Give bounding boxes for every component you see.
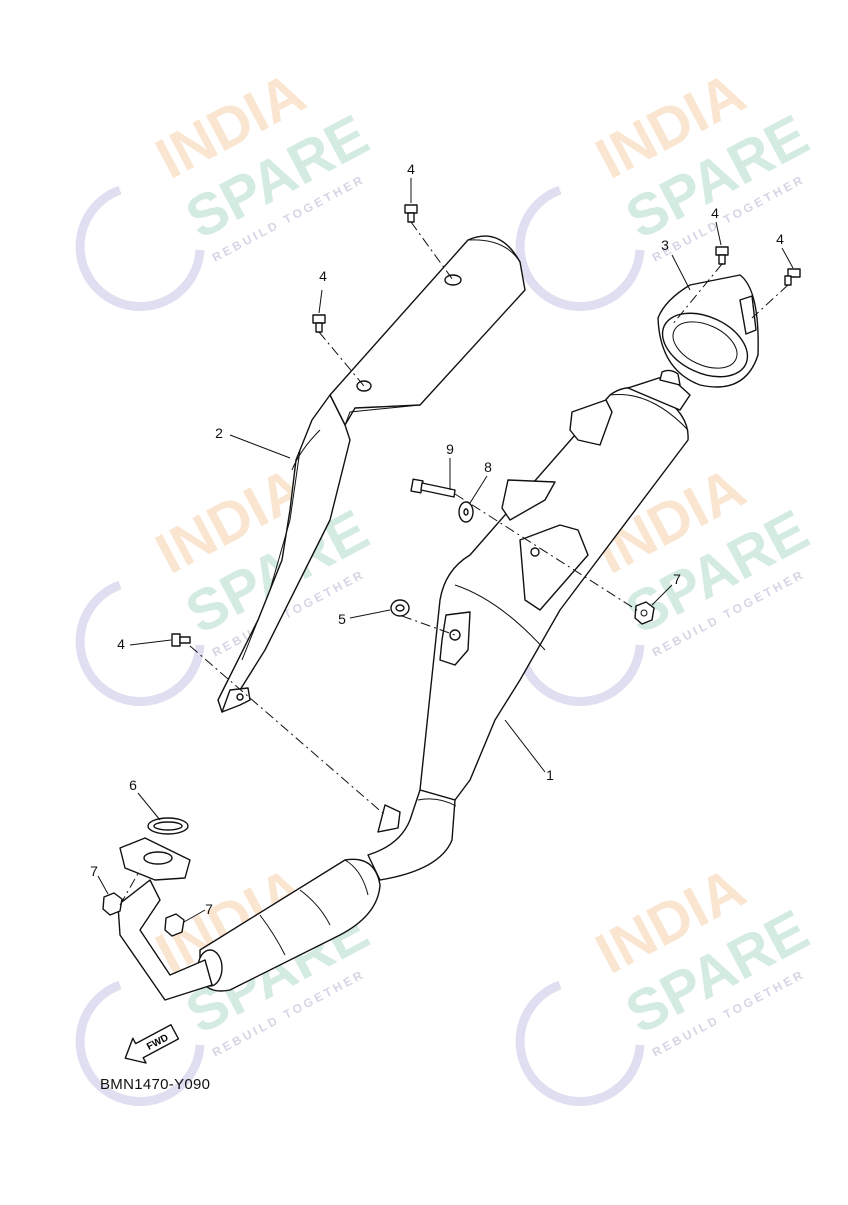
- watermark-top-right: INDIA SPARE REBUILD TOGETHER: [515, 60, 819, 311]
- watermark-bottom-right: INDIA SPARE REBUILD TOGETHER: [515, 855, 819, 1106]
- bolt-4-cap-left: [715, 246, 729, 265]
- callouts: 4 4 4 4 4 3 2 9 8 5 7 7 7 6 1: [90, 161, 784, 917]
- bolt-4-left: [171, 633, 191, 647]
- watermark-top-left: INDIA SPARE REBUILD TOGETHER: [75, 60, 379, 311]
- callout-4-top: 4: [407, 161, 415, 177]
- callout-4-shield: 4: [319, 268, 327, 284]
- callout-5: 5: [338, 611, 346, 627]
- callout-3: 3: [661, 237, 669, 253]
- leader-lines: [97, 178, 794, 923]
- bolt-4-cap-right: [784, 268, 801, 286]
- bolt-9: [410, 478, 456, 498]
- callout-9: 9: [446, 441, 454, 457]
- callout-4-cap-right: 4: [776, 231, 784, 247]
- callout-1: 1: [546, 767, 554, 783]
- nut-7-left: [102, 892, 123, 916]
- diagram-code: BMN1470-Y090: [100, 1076, 211, 1093]
- callout-7-center: 7: [205, 901, 213, 917]
- bolt-4-shield: [312, 314, 326, 333]
- nut-7-right: [634, 601, 655, 625]
- callout-7-left: 7: [90, 863, 98, 879]
- end-cap-part: [657, 274, 759, 388]
- washer-8: [458, 501, 474, 523]
- heat-shield-part: [217, 235, 526, 713]
- callout-8: 8: [484, 459, 492, 475]
- bolt-4-top: [404, 204, 418, 223]
- assembly-lines: [119, 221, 789, 906]
- callout-4-left: 4: [117, 636, 125, 652]
- muffler-part: [117, 369, 691, 1001]
- callout-7-right: 7: [673, 571, 681, 587]
- callout-6: 6: [129, 777, 137, 793]
- fwd-arrow: FWD: [124, 1024, 180, 1064]
- callout-2: 2: [215, 425, 223, 441]
- nut-7-center: [164, 913, 185, 937]
- callout-4-cap-left: 4: [711, 205, 719, 221]
- grommet-5: [390, 599, 410, 617]
